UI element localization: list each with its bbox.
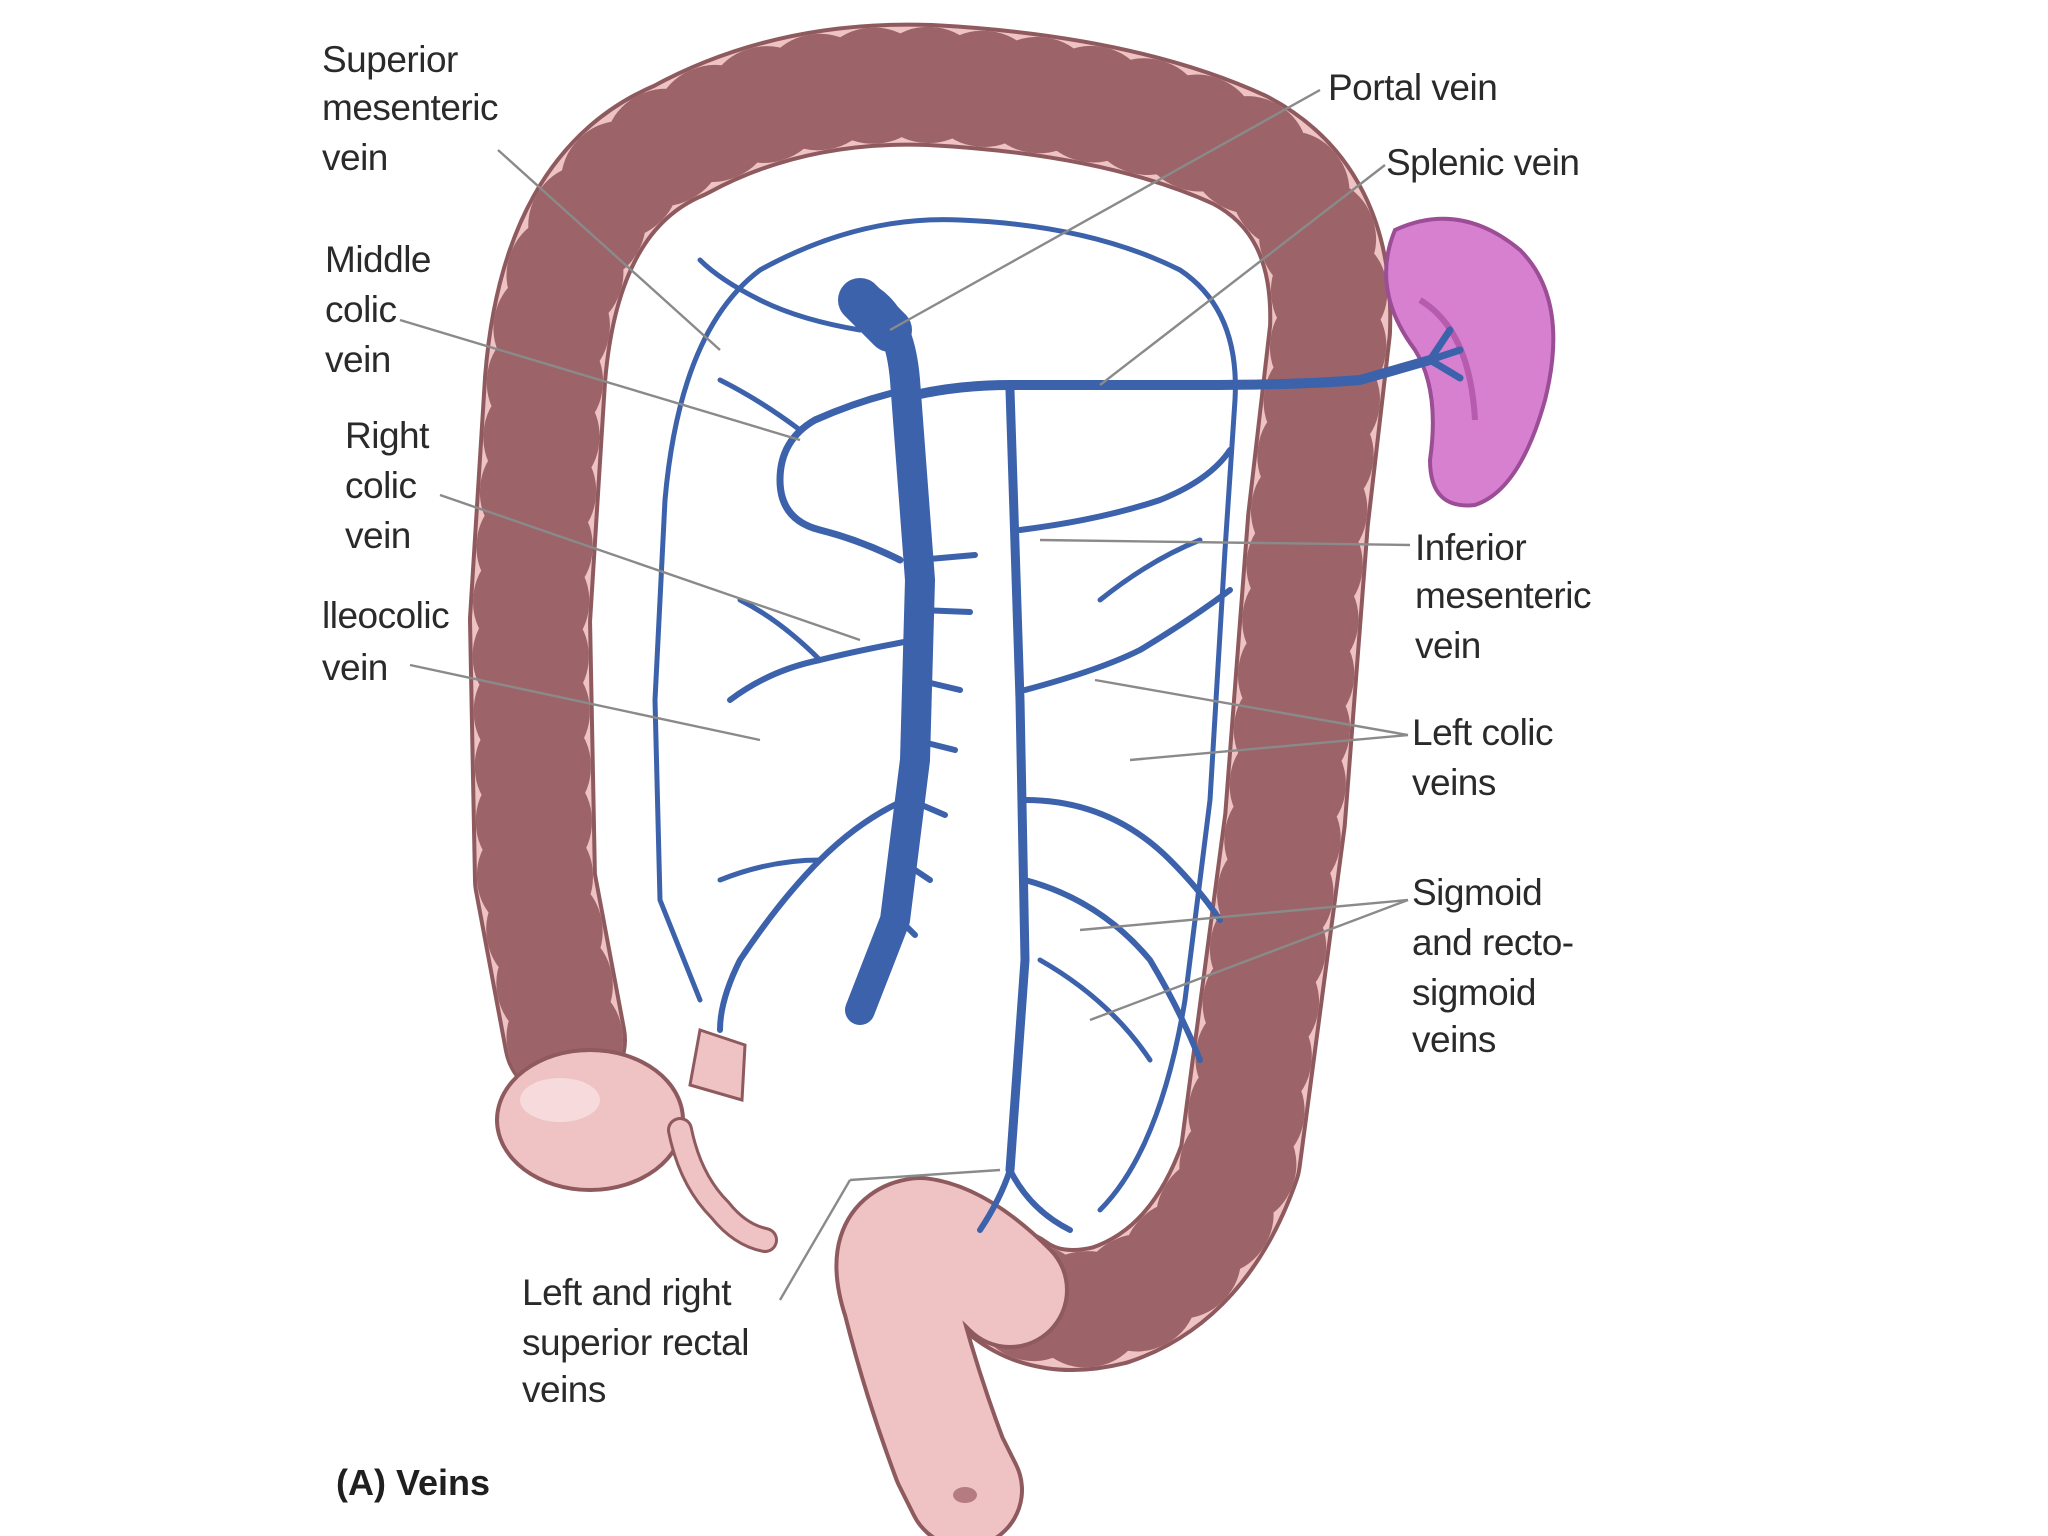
anal-opening [953, 1487, 977, 1503]
label-line: vein [322, 137, 388, 178]
label-left-colic-veins: Left colic veins [1412, 712, 1563, 803]
label-line: Superior [322, 39, 458, 80]
label-line: Left and right [522, 1272, 732, 1313]
haustra-markings [472, 26, 1389, 1368]
label-line: Portal vein [1328, 67, 1497, 108]
label-line: mesenteric [322, 87, 498, 128]
label-line: superior rectal [522, 1322, 749, 1363]
label-line: sigmoid [1412, 972, 1536, 1013]
label-line: Right [345, 415, 430, 456]
colon [468, 22, 1393, 1536]
superior-mesenteric-vein-trunk [845, 285, 935, 1025]
label-line: veins [1412, 762, 1496, 803]
label-right-colic-vein: Right colic vein [345, 415, 439, 556]
label-line: lleocolic [322, 595, 449, 636]
label-line: Middle [325, 239, 431, 280]
vein-network [652, 217, 1464, 1233]
label-line: veins [1412, 1019, 1496, 1060]
label-line: vein [1415, 625, 1481, 666]
right-colic-vessel [727, 637, 918, 703]
splenic-vein-vessel [910, 355, 1435, 400]
spleen [1384, 216, 1556, 508]
label-line: veins [522, 1369, 606, 1410]
label-middle-colic-vein: Middle colic vein [325, 239, 441, 380]
label-line: and recto- [1412, 922, 1574, 963]
leader-lines [399, 88, 1411, 1301]
figure-caption: (A) Veins [336, 1462, 490, 1503]
label-line: Splenic vein [1386, 142, 1580, 183]
label-superior-rectal-veins: Left and right superior rectal veins [522, 1272, 759, 1410]
label-inferior-mesenteric-vein: Inferior mesenteric vein [1415, 527, 1601, 666]
label-line: vein [345, 515, 411, 556]
label-ileocolic-vein: lleocolic vein [322, 595, 459, 688]
inferior-mesenteric-vein-vessel [1005, 385, 1030, 1175]
label-line: Sigmoid [1412, 872, 1542, 913]
labels: Superior mesenteric vein Middle colic ve… [322, 39, 1601, 1503]
label-line: colic [345, 465, 417, 506]
label-line: mesenteric [1415, 575, 1591, 616]
label-superior-mesenteric-vein: Superior mesenteric vein [322, 39, 508, 178]
label-sigmoid-veins: Sigmoid and recto- sigmoid veins [1412, 872, 1583, 1060]
label-splenic-vein: Splenic vein [1386, 142, 1580, 183]
label-line: Left colic [1412, 712, 1553, 753]
terminal-ileum [688, 1028, 747, 1102]
label-portal-vein: Portal vein [1328, 67, 1497, 108]
label-line: vein [325, 339, 391, 380]
ileocolic-vessel [717, 797, 908, 1033]
middle-colic-vessel [776, 386, 909, 564]
label-line: colic [325, 289, 397, 330]
label-line: Inferior [1415, 527, 1526, 568]
cecum [495, 1048, 685, 1192]
label-line: vein [322, 647, 388, 688]
portal-vein-trunk [838, 278, 912, 352]
